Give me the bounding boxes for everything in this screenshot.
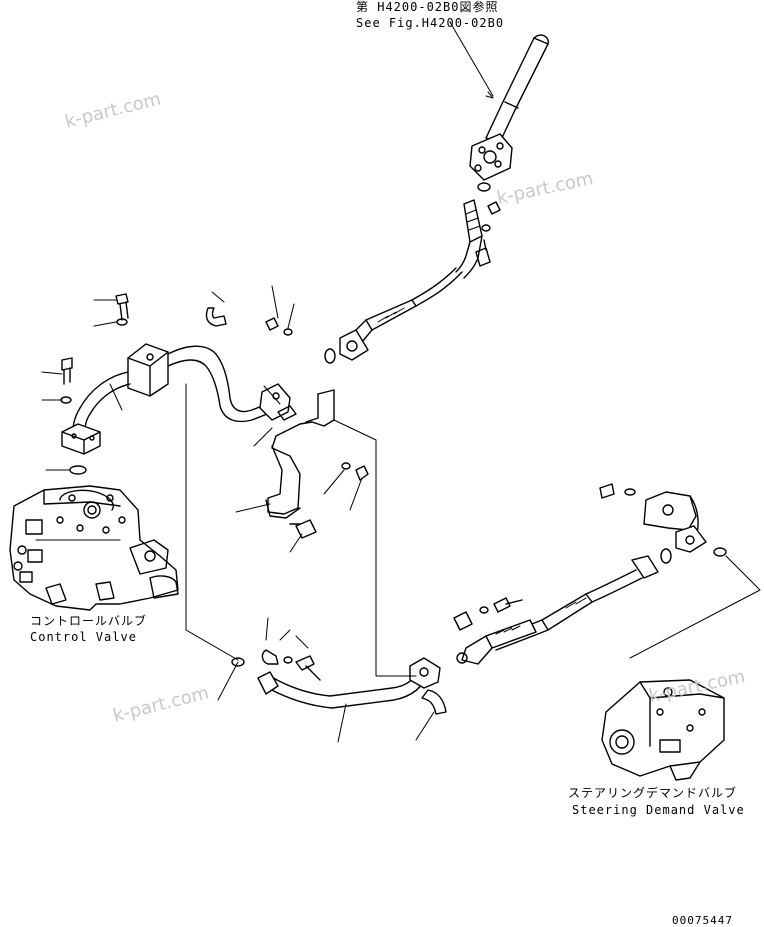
reference-label-en: See Fig.H4200-02B0 <box>356 16 505 30</box>
reference-label-jp: 第 H4200-02B0図参照 <box>356 0 499 14</box>
clip-parts-upper <box>205 307 293 336</box>
control-valve-tube <box>60 293 291 475</box>
drawing-number: 00075447 <box>672 914 733 927</box>
steering-valve-label-en: Steering Demand Valve <box>572 803 745 817</box>
steering-demand-valve <box>601 679 725 781</box>
control-valve-label-en: Control Valve <box>30 630 137 644</box>
steering-hose <box>453 483 727 665</box>
control-valve-label-jp: コントロールバルブ <box>30 614 148 628</box>
lower-tube <box>231 649 447 715</box>
control-valve <box>9 485 179 611</box>
tube-bracket <box>265 389 369 539</box>
steering-valve-label-jp: ステアリングデマンドバルブ <box>568 786 738 800</box>
leader-lines <box>41 21 761 743</box>
upper-hose-assembly <box>324 34 549 364</box>
